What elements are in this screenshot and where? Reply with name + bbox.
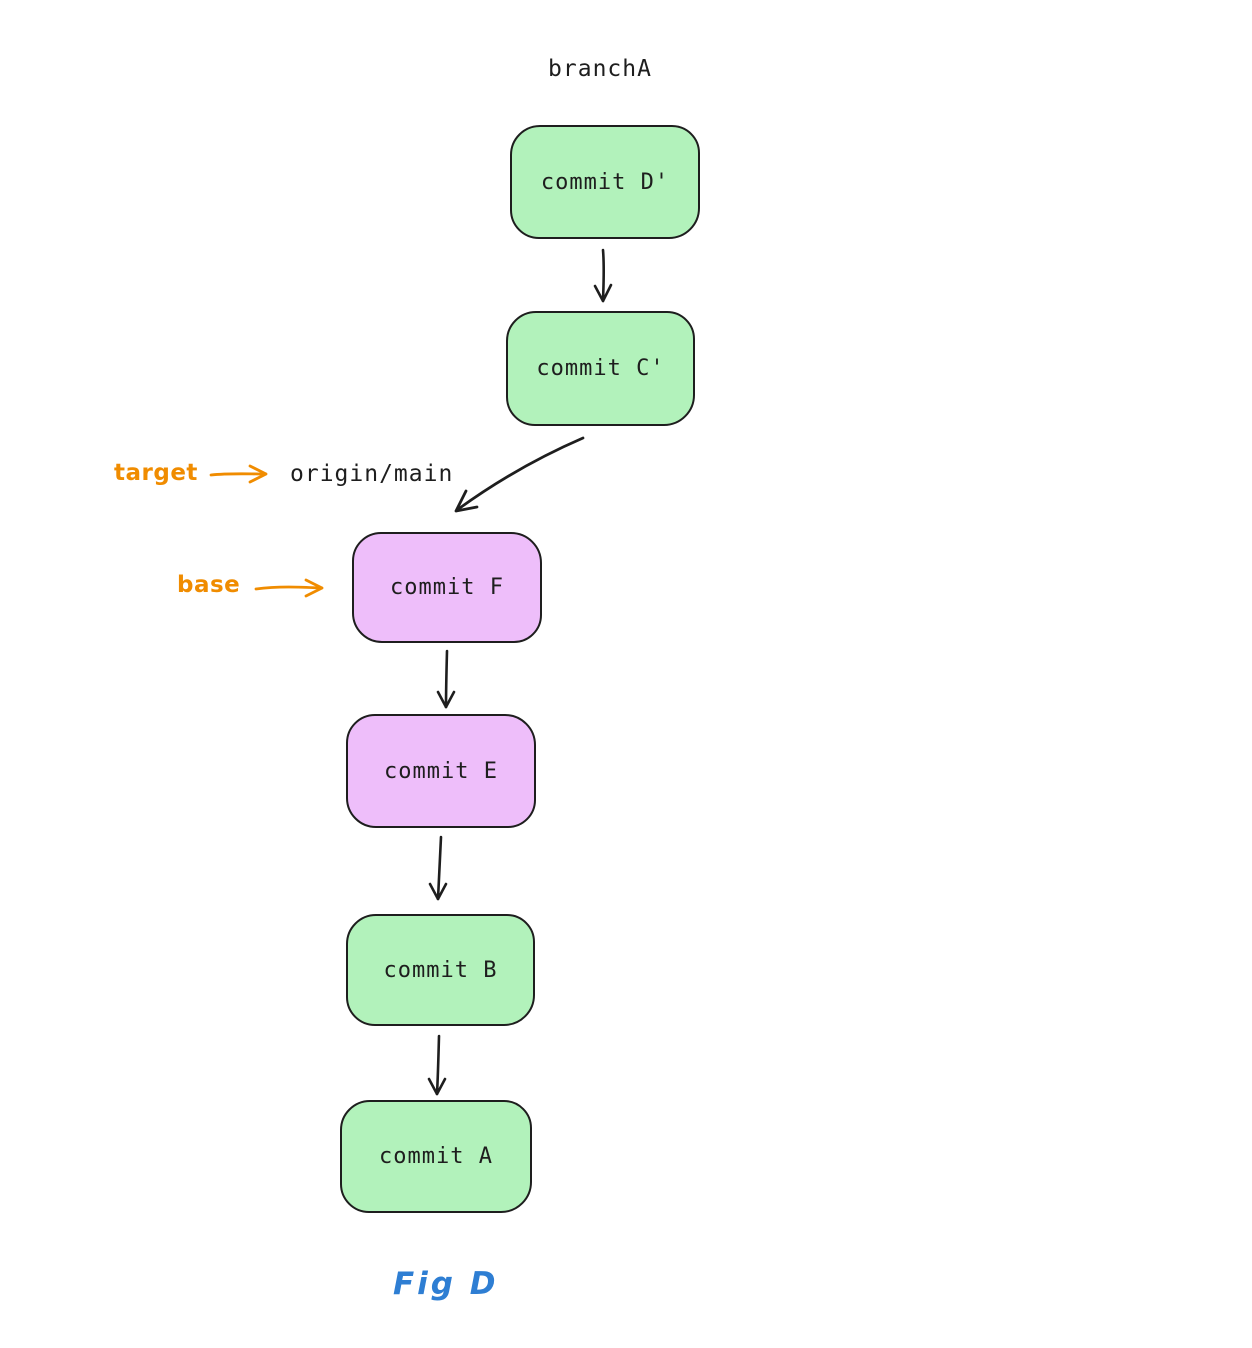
arrow-target-to-originmain — [209, 464, 268, 484]
node-label: commit A — [379, 1144, 493, 1169]
node-label: commit B — [383, 957, 498, 983]
node-commit-f: commit F — [352, 532, 542, 643]
arrow-dprime-to-cprime — [593, 248, 613, 303]
node-commit-a: commit A — [340, 1100, 532, 1213]
node-commit-c-prime: commit C' — [506, 311, 695, 426]
branch-label: branchA — [548, 56, 652, 82]
arrow-cprime-to-f — [454, 436, 585, 513]
figure-caption: Fig D — [393, 1266, 499, 1302]
origin-main-label: origin/main — [290, 461, 454, 487]
base-annotation: base — [177, 572, 241, 598]
node-commit-e: commit E — [346, 714, 536, 828]
arrow-b-to-a — [427, 1034, 447, 1096]
node-label: commit F — [390, 575, 504, 600]
target-annotation: target — [114, 460, 198, 486]
arrow-f-to-e — [436, 649, 456, 709]
node-label: commit E — [384, 758, 498, 784]
node-commit-d-prime: commit D' — [510, 125, 700, 239]
node-label: commit C' — [536, 356, 665, 381]
arrow-e-to-b — [428, 835, 448, 901]
node-label: commit D' — [540, 169, 670, 195]
arrow-base-to-f — [254, 578, 324, 598]
node-commit-b: commit B — [346, 914, 535, 1026]
